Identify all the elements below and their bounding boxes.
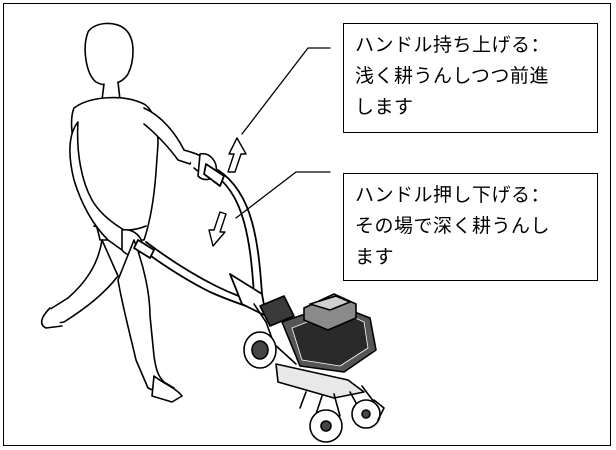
machine-battery: [259, 295, 295, 327]
callout-lift-line-2: 浅く耕うんしつつ前進: [355, 65, 549, 87]
tiller-machine: [243, 293, 385, 443]
operator-leg-near: [45, 239, 119, 325]
callout-press-line-1: ハンドル押し下げる：: [355, 184, 551, 206]
callout-press-line-3: ます: [355, 246, 395, 268]
callout-press-line-2: その場で深く耕うんし: [355, 215, 551, 237]
operator-foot-far: [151, 375, 183, 403]
tiller-illustration: [40, 22, 385, 443]
operator-head: [84, 22, 134, 86]
operator-foot-near: [40, 307, 63, 329]
callout-lift-handle: ハンドル持ち上げる： 浅く耕うんしつつ前進 します: [343, 23, 598, 133]
machine-tines: [299, 385, 375, 417]
down-arrow-icon: [208, 211, 227, 247]
diagram-frame: ハンドル持ち上げる： 浅く耕うんしつつ前進 します ハンドル押し下げる： その場…: [3, 3, 611, 446]
callout-lift-line-3: します: [355, 96, 414, 118]
up-arrow-icon: [227, 137, 247, 173]
leader-line-lift: [241, 47, 331, 135]
operator-leg-far: [117, 239, 175, 395]
operator-figure: [40, 22, 218, 403]
callout-lift-line-1: ハンドル持ち上げる：: [355, 34, 551, 56]
tiller-handle: [133, 163, 267, 317]
leader-line-press: [235, 171, 331, 219]
callout-press-handle: ハンドル押し下げる： その場で深く耕うんし ます: [343, 173, 598, 281]
